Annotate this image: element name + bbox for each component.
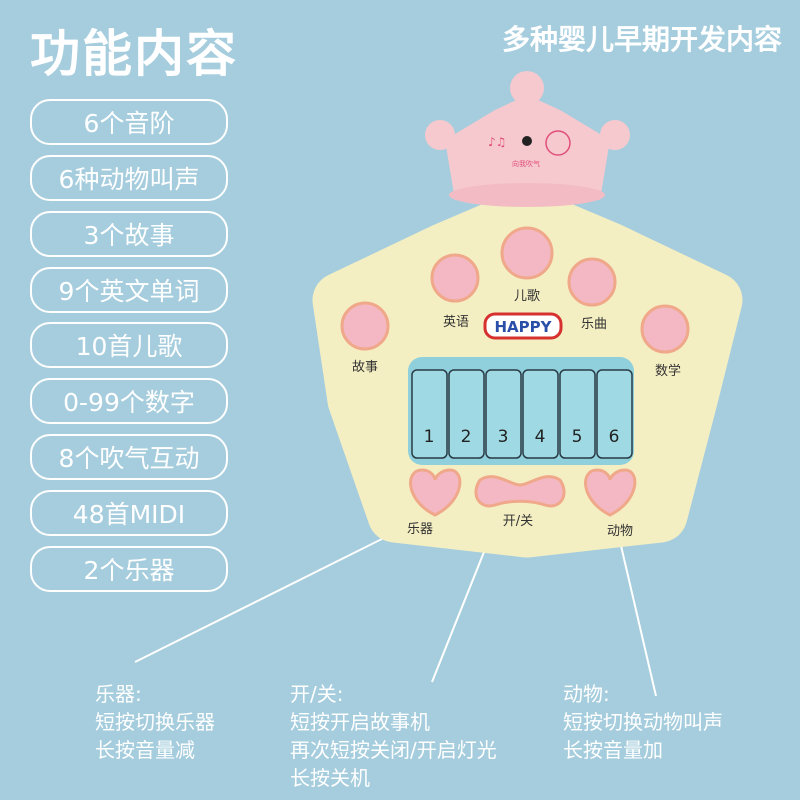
feature-pill: 2个乐器 bbox=[30, 546, 228, 592]
note-line: 短按切换动物叫声 bbox=[563, 710, 723, 734]
note-line: 短按开启故事机 bbox=[290, 710, 430, 734]
page-title: 功能内容 bbox=[30, 25, 238, 83]
math-button[interactable] bbox=[640, 304, 690, 354]
feature-pill: 6个音阶 bbox=[30, 99, 228, 145]
piano-key[interactable] bbox=[448, 369, 485, 459]
songs-label: 儿歌 bbox=[514, 289, 540, 304]
instrument-button[interactable] bbox=[409, 468, 462, 517]
note-title: 乐器: bbox=[95, 682, 142, 706]
piano-key[interactable] bbox=[485, 369, 522, 459]
music-note-icon: ♪♫ bbox=[488, 135, 506, 149]
baby-face-icon bbox=[545, 130, 571, 156]
note-line: 短按切换乐器 bbox=[95, 710, 215, 734]
key-number: 2 bbox=[461, 427, 472, 447]
key-number: 6 bbox=[609, 427, 620, 447]
music-label: 乐曲 bbox=[581, 317, 607, 332]
power-note: 开/关: 短按开启故事机 再次短按关闭/开启灯光 长按关机 bbox=[290, 680, 497, 792]
story-button[interactable] bbox=[340, 301, 390, 351]
songs-button[interactable] bbox=[500, 226, 554, 280]
feature-pill: 8个吹气互动 bbox=[30, 434, 228, 480]
crown: ♪♫ 向我吹气 bbox=[425, 71, 630, 207]
note-title: 开/关: bbox=[290, 682, 344, 706]
piano-key[interactable] bbox=[559, 369, 596, 459]
key-number: 3 bbox=[498, 427, 509, 447]
animal-button[interactable] bbox=[584, 468, 637, 517]
feature-pill: 3个故事 bbox=[30, 211, 228, 257]
instrument-note: 乐器: 短按切换乐器 长按音量减 bbox=[95, 680, 215, 764]
feature-pill: 9个英文单词 bbox=[30, 267, 228, 313]
note-line: 再次短按关闭/开启灯光 bbox=[290, 738, 497, 762]
feature-pill: 48首MIDI bbox=[30, 490, 228, 536]
page-subtitle: 多种婴儿早期开发内容 bbox=[501, 23, 782, 56]
music-button[interactable] bbox=[567, 257, 617, 307]
note-title: 动物: bbox=[563, 682, 610, 706]
power-button[interactable] bbox=[474, 475, 566, 508]
instrument-label: 乐器 bbox=[407, 522, 433, 537]
piano-key[interactable] bbox=[522, 369, 559, 459]
note-line: 长按关机 bbox=[290, 766, 370, 790]
power-label: 开/关 bbox=[503, 514, 533, 529]
english-button[interactable] bbox=[430, 253, 480, 303]
feature-pill: 0-99个数字 bbox=[30, 378, 228, 424]
happy-logo bbox=[483, 312, 563, 340]
key-number: 1 bbox=[424, 427, 435, 447]
key-number: 5 bbox=[572, 427, 583, 447]
note-line: 长按音量加 bbox=[563, 738, 663, 762]
pointer-line bbox=[134, 519, 421, 663]
microphone-hole bbox=[522, 136, 532, 146]
story-label: 故事 bbox=[352, 360, 378, 375]
animal-label: 动物 bbox=[607, 524, 633, 539]
math-label: 数学 bbox=[655, 363, 681, 379]
feature-pill: 6种动物叫声 bbox=[30, 155, 228, 201]
key-number: 4 bbox=[535, 427, 546, 447]
pointer-line bbox=[614, 519, 657, 697]
crown-label: 向我吹气 bbox=[512, 159, 540, 168]
english-label: 英语 bbox=[443, 315, 469, 330]
piano-key[interactable] bbox=[411, 369, 448, 459]
note-line: 长按音量减 bbox=[95, 738, 195, 762]
animal-note: 动物: 短按切换动物叫声 长按音量加 bbox=[563, 680, 723, 764]
logo-text: HAPPY bbox=[494, 318, 552, 336]
piano-key[interactable] bbox=[596, 369, 633, 459]
feature-pill: 10首儿歌 bbox=[30, 322, 228, 368]
